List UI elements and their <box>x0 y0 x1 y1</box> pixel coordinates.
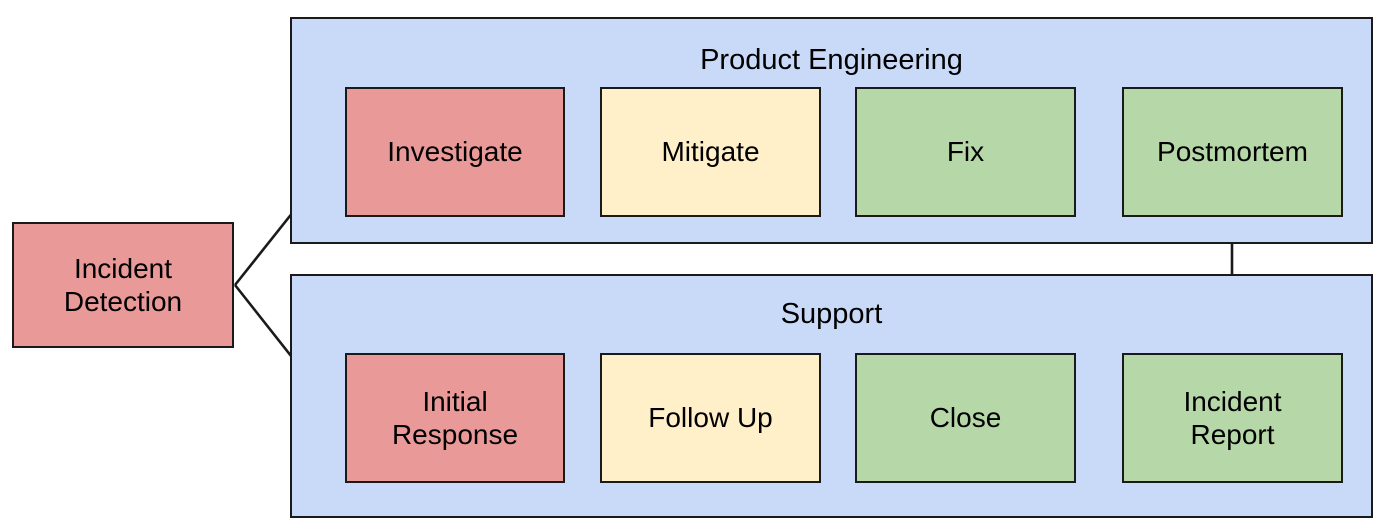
node-follow-up[interactable]: Follow Up <box>600 353 821 483</box>
node-label-line1: Incident <box>73 252 173 284</box>
node-mitigate[interactable]: Mitigate <box>600 87 821 217</box>
node-label-line2: Report <box>1190 419 1275 450</box>
node-postmortem[interactable]: Postmortem <box>1122 87 1343 217</box>
node-label-line1: Close <box>929 402 1002 434</box>
node-close[interactable]: Close <box>855 353 1076 483</box>
node-label-line2: Detection <box>63 286 183 317</box>
node-label-line1: Mitigate <box>661 136 760 168</box>
node-incident-report[interactable]: Incident Report <box>1122 353 1343 483</box>
node-fix[interactable]: Fix <box>855 87 1076 217</box>
node-initial-response[interactable]: Initial Response <box>345 353 565 483</box>
node-label-line1: Postmortem <box>1157 136 1308 168</box>
node-investigate[interactable]: Investigate <box>345 87 565 217</box>
node-label-line1: Incident <box>1183 385 1282 417</box>
node-label-line1: Investigate <box>387 136 523 168</box>
node-incident-detection[interactable]: Incident Detection <box>12 222 234 348</box>
node-label-line1: Initial <box>422 385 488 417</box>
node-label-line1: Follow Up <box>648 402 773 434</box>
node-label-line2: Response <box>391 419 519 450</box>
lane-title-support: Support <box>780 298 883 330</box>
node-label-line1: Fix <box>946 136 985 168</box>
lane-title-product-engineering: Product Engineering <box>700 44 963 76</box>
